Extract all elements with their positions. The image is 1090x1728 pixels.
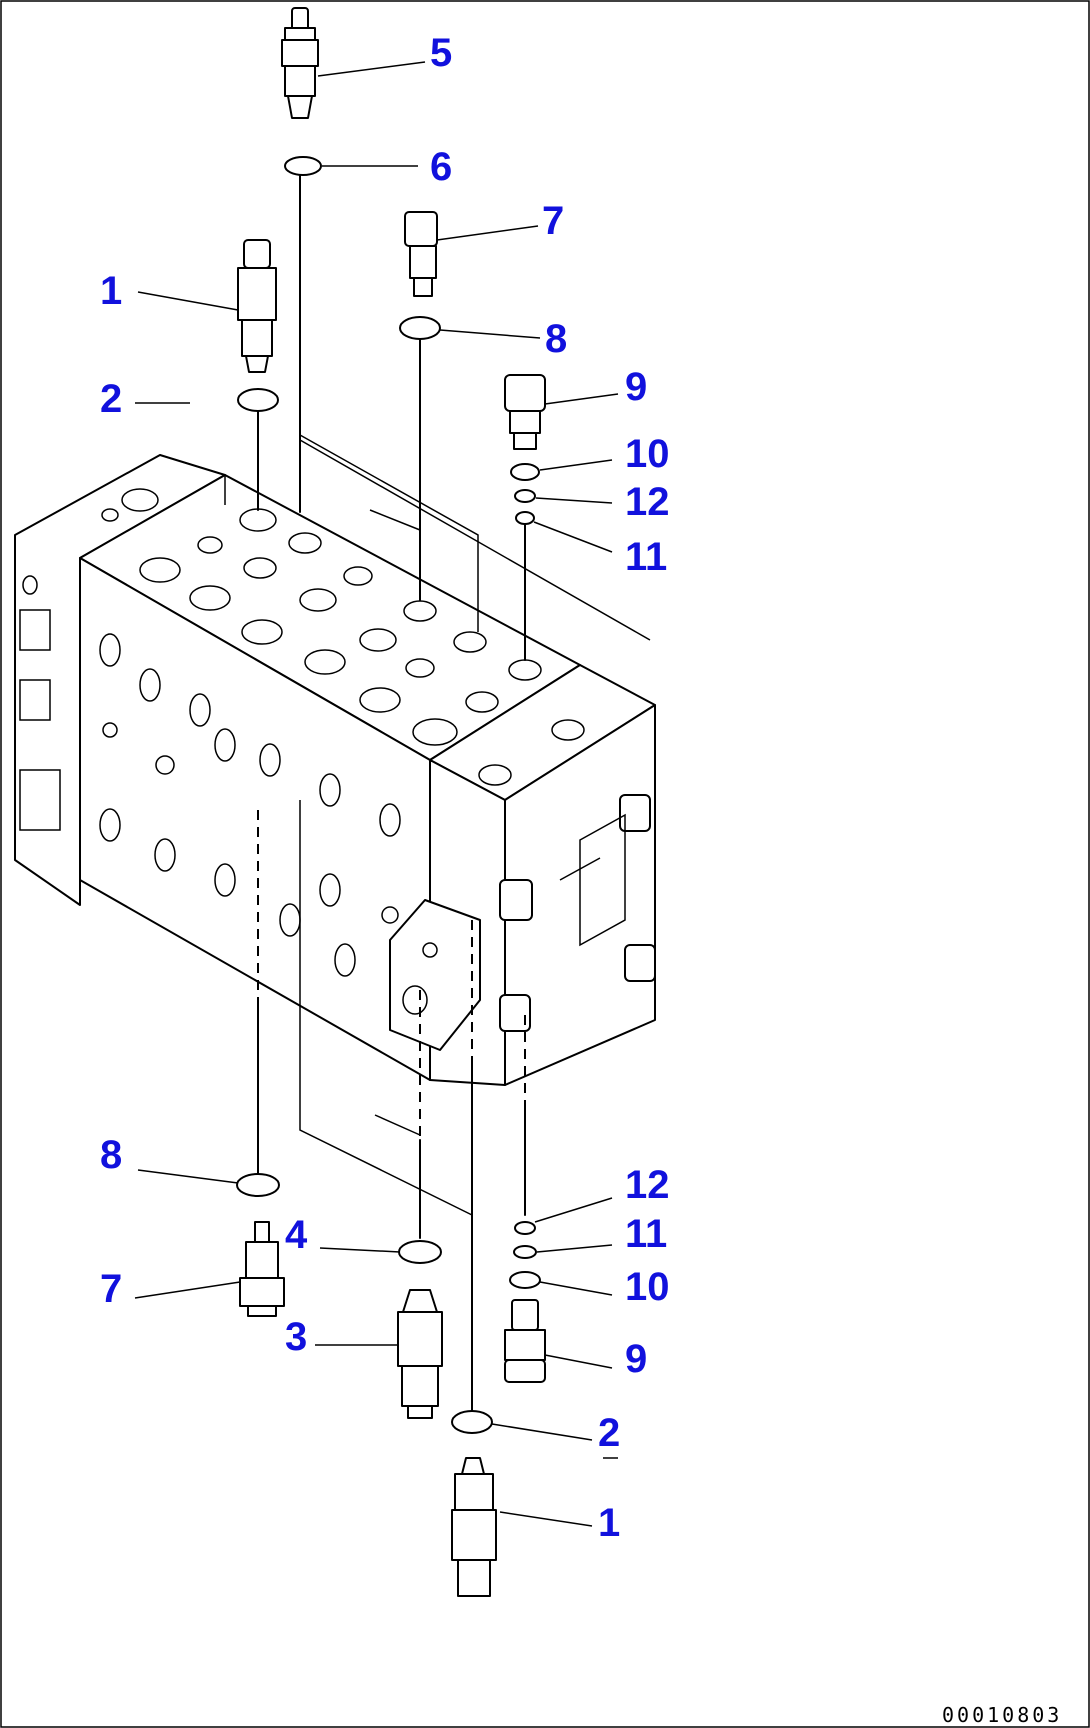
- callout-7-top: 7: [542, 199, 564, 243]
- callout-4: 4: [285, 1213, 308, 1257]
- part-2-o-ring-bottom: [451, 1410, 493, 1434]
- callout-1-bottom: 1: [598, 1501, 620, 1545]
- part-2-o-ring-top: [237, 388, 279, 412]
- part-10-ring-bottom: [509, 1271, 541, 1289]
- leader-lines: [134, 61, 619, 1527]
- center-bracket: [389, 899, 481, 1051]
- callout-11-bottom: 11: [625, 1212, 667, 1256]
- part-10-ring-top: [510, 463, 540, 481]
- left-end-details: [19, 575, 61, 831]
- callout-10-top: 10: [625, 432, 670, 476]
- callout-5: 5: [430, 31, 452, 75]
- part-5-relief-valve: [281, 7, 319, 119]
- part-1-relief-valve-bottom: [451, 1457, 497, 1597]
- callout-3: 3: [285, 1315, 307, 1359]
- callout-8-bottom: 8: [100, 1133, 122, 1177]
- assembly-lines: [257, 174, 526, 1411]
- front-face-holes: [99, 633, 401, 977]
- callout-7-bottom: 7: [100, 1267, 122, 1311]
- drawing-code: 00010803: [942, 1703, 1062, 1727]
- callout-12-top: 12: [625, 480, 670, 524]
- control-valve-body: [14, 439, 656, 1086]
- part-4-o-ring: [398, 1240, 442, 1264]
- part-11-ring-bottom: [513, 1245, 537, 1259]
- callout-11-top: 11: [625, 535, 667, 579]
- part-12-ring-top: [514, 489, 536, 503]
- part-8-o-ring-bottom: [236, 1173, 280, 1197]
- right-end-plugs: [499, 794, 656, 1032]
- callout-1-top: 1: [100, 269, 122, 313]
- callout-12-bottom: 12: [625, 1163, 670, 1207]
- part-7-plug-bottom: [239, 1221, 285, 1317]
- part-3-valve: [397, 1289, 443, 1419]
- callout-10-bottom: 10: [625, 1265, 670, 1309]
- callout-6: 6: [430, 145, 452, 189]
- callout-9-bottom: 9: [625, 1337, 647, 1381]
- part-9-plug-bottom: [504, 1299, 546, 1383]
- callout-8-top: 8: [545, 317, 567, 361]
- body-ports: [101, 488, 585, 786]
- part-9-plug-top: [504, 374, 546, 450]
- part-7-plug-top: [404, 211, 438, 297]
- part-11-ring-top: [515, 511, 535, 525]
- part-6-o-ring: [284, 156, 322, 176]
- part-8-o-ring-top: [399, 316, 441, 340]
- callout-2-top: 2: [100, 377, 122, 421]
- callout-labels: 5 6 7 1 8 9 2 10 12 11 8 12 4 11 7 10 3 …: [100, 31, 670, 1545]
- part-1-relief-valve-top: [237, 239, 277, 373]
- callout-2-bottom: 2: [598, 1411, 620, 1455]
- callout-9-top: 9: [625, 365, 647, 409]
- part-12-ring-bottom: [514, 1221, 536, 1235]
